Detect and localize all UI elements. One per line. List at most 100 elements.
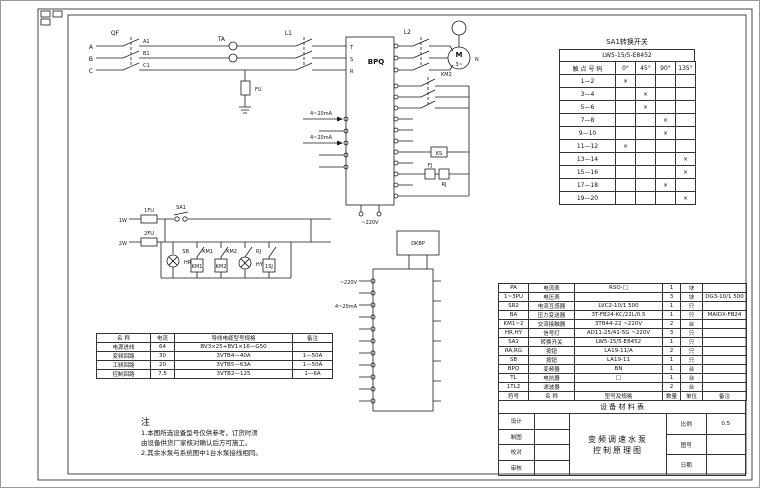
signoff-draft-label: 制图 [499,429,535,444]
date-label: 日期 [667,455,707,476]
pressure-controller [359,230,441,412]
signoff-approve-label: 审核 [499,460,535,475]
table-cell: × [615,139,636,153]
table-cell [615,165,636,179]
sa1-table-title: SA1转换开关 [606,38,648,46]
table-cell: 2 [662,382,681,392]
table-cell: 1 [662,301,681,311]
table-cell [702,355,747,365]
fu1-label: 1FU [144,208,154,214]
motor-label: M [456,51,463,59]
table-cell [615,87,636,101]
terminal-r-label: R [350,69,354,75]
table-cell: 型号及规格 [574,391,663,401]
table-cell: 1 [662,373,681,383]
table-cell [702,373,747,383]
controller-signal-label: 4~20mA [335,304,358,310]
table-cell: × [635,87,656,101]
table-cell: × [675,191,696,205]
table-cell: 备注 [702,391,747,401]
table-cell: LVC2-10/1 500 [574,301,663,311]
controller-supply-label: ~220V [340,280,358,286]
table-cell: 只 [680,337,703,347]
table-cell [702,328,747,338]
table-cell [635,178,656,192]
table-cell: 1TL2 [498,382,529,392]
table-cell [635,113,656,127]
table-cell [635,74,656,88]
table-cell: 电源进线 [96,342,151,352]
sa1-table-model: LW5-15/5-E8452 [559,49,695,61]
control-circuit [129,211,331,279]
table-cell: 工频回路 [96,360,151,370]
signoff-design-label: 设计 [499,414,535,429]
table-cell: 转换开关 [528,337,575,347]
table-cell: 1~3PU [498,292,529,302]
table-cell: SB [498,355,529,365]
table-cell [635,152,656,166]
fuse-branch [239,70,251,114]
table-cell: 台 [680,364,703,374]
table-cell: 1—50A [292,351,333,361]
table-cell: 2 [662,319,681,329]
qf-label: QF [111,30,120,37]
l1-label: L1 [285,30,292,37]
signoff-check-label: 校对 [499,445,535,460]
table-cell: TL [498,373,529,383]
table-cell: 2 [662,346,681,356]
table-cell: 19—20 [559,191,616,205]
table-cell [702,364,747,374]
table-cell: 台 [680,319,703,329]
table-cell: 按钮 [528,346,575,356]
table-cell [615,113,636,127]
table-cell [675,74,696,88]
table-cell: □ [574,373,663,383]
bpq-label: BPQ [368,58,384,66]
note-line-1: 1.本图所选设备型号仅供参考，订货时须 [141,429,258,437]
table-cell: 单位 [680,391,703,401]
table-cell [292,342,333,352]
table-cell: DG3-10/1 500 [702,292,747,302]
hy-lamp-label: HY [256,262,264,268]
table-cell [655,152,676,166]
table-cell: 1—2 [559,74,616,88]
drawing-frame [37,8,753,481]
bus2-label: 2W [119,241,127,247]
table-cell: 数量 [662,391,681,401]
table-cell: 触 点 号 码 [559,61,616,75]
fu2-label: 2FU [144,231,154,237]
fj-label: FJ [428,163,432,169]
table-cell [655,165,676,179]
table-cell [574,382,663,392]
table-cell: 只 [680,328,703,338]
dkbp-label: DKBP [411,241,425,247]
table-cell: 控制回路 [96,369,151,379]
signoff-draft-value [535,430,570,445]
table-cell: 3VTB2—125 [174,369,293,379]
table-cell [655,100,676,114]
table-cell: 3—4 [559,87,616,101]
rj-label: RJ [442,182,447,188]
signoff-approve-value [535,461,570,476]
rj-aux-label: RJ [256,249,261,255]
table-cell: 7.5 [150,369,175,379]
table-cell: 名 称 [528,391,575,401]
table-cell: PA [498,283,529,293]
table-cell: 导线电缆型号规格 [174,333,293,343]
phase-c-label: C [89,68,93,75]
km2-aux2-label: KM2 [226,249,237,255]
table-cell: 64 [150,342,175,352]
table-cell: 3VTB4—40A [174,351,293,361]
signoff-check-value [535,445,570,460]
table-cell: 1 [662,364,681,374]
a1-label: A1 [143,39,150,45]
table-cell: LW5-15/5-E8452 [574,337,663,347]
terminal-s-label: S [350,57,353,63]
table-cell: BA [498,310,529,320]
